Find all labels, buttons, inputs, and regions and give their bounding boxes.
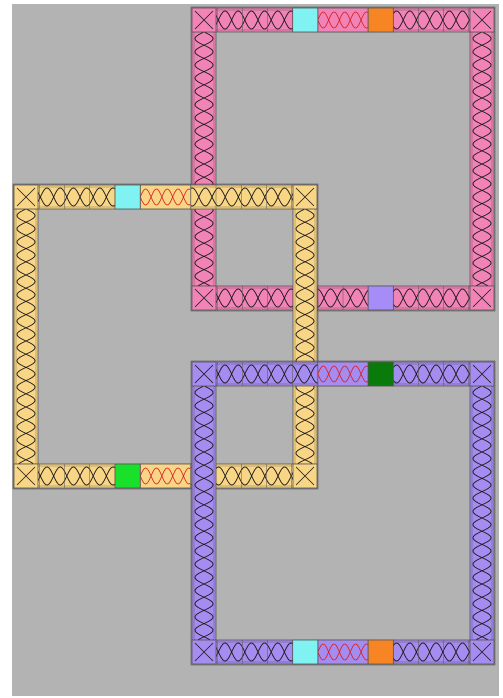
frame-left-edge <box>192 386 216 640</box>
frame-corner <box>293 185 317 209</box>
color-marker-square <box>368 286 393 310</box>
color-marker-square <box>293 8 318 32</box>
frame-corner <box>192 640 216 664</box>
frame-right-edge <box>470 32 494 286</box>
color-marker-square <box>368 640 393 664</box>
interlock-zone <box>140 185 191 209</box>
color-marker-square <box>115 185 140 209</box>
color-marker-square <box>368 8 393 32</box>
frame-right-edge <box>470 386 494 640</box>
frame-corner <box>470 286 494 310</box>
color-marker-square <box>115 464 140 488</box>
frame-corner <box>14 464 38 488</box>
interlock-zone <box>318 8 368 32</box>
frame-corner <box>470 640 494 664</box>
frame-corner <box>192 362 216 386</box>
frame-corner <box>470 362 494 386</box>
color-marker-square <box>293 640 318 664</box>
interlock-zone <box>140 464 191 488</box>
frame-corner <box>293 464 317 488</box>
frame-left-edge <box>192 32 216 286</box>
interlock-zone <box>318 640 368 664</box>
frame-corner <box>192 286 216 310</box>
frame-corner <box>14 185 38 209</box>
frame-corner <box>470 8 494 32</box>
board-background <box>12 4 499 696</box>
color-marker-square <box>368 362 393 386</box>
frame-corner <box>192 8 216 32</box>
interlock-zone <box>318 362 368 386</box>
frame-left-edge <box>14 209 38 464</box>
frame-right-edge <box>293 209 317 464</box>
